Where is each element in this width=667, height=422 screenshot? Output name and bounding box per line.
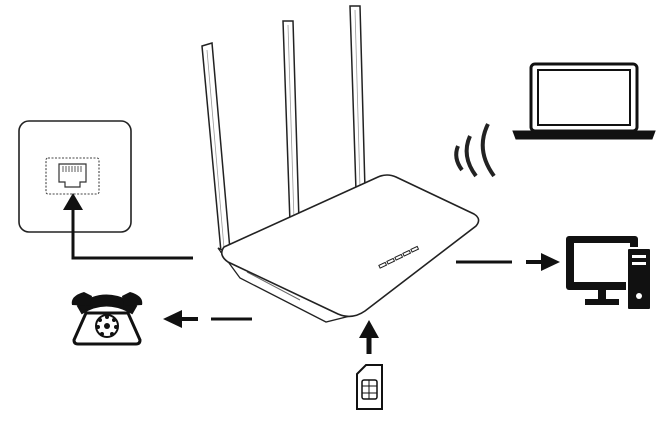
router-status-leds <box>378 245 420 269</box>
connector-router-to-telephone <box>163 310 252 328</box>
desktop-computer-icon <box>566 236 652 311</box>
connector-sim-to-router <box>359 320 379 354</box>
router-antennas <box>201 5 366 253</box>
telephone-icon <box>71 292 143 346</box>
laptop-icon <box>512 62 656 140</box>
ethernet-wall-port-icon <box>18 120 132 233</box>
sim-card-icon <box>356 364 383 410</box>
connector-router-to-wall-port <box>63 193 193 260</box>
wifi-waves-icon <box>454 123 496 178</box>
connector-router-to-desktop <box>456 253 560 271</box>
wireless-router-icon <box>201 5 480 323</box>
